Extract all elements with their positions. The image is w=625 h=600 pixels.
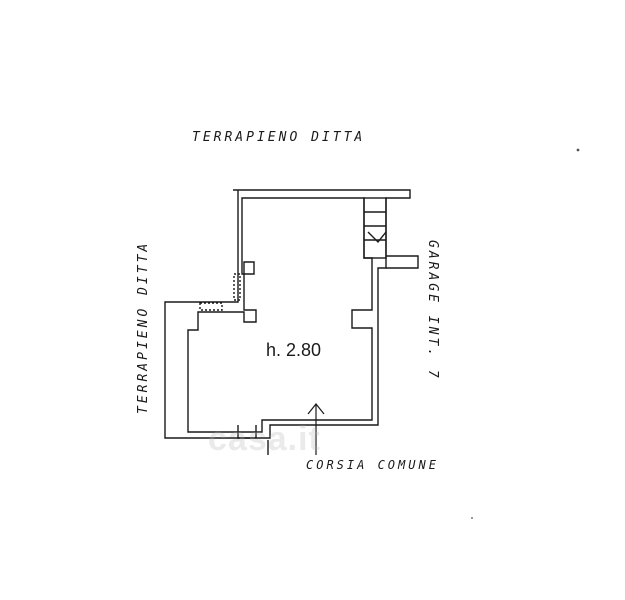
inner-wall: [187, 197, 373, 433]
door-notch: [237, 425, 257, 439]
wall-hatch-top: [199, 302, 223, 311]
watermark: casa.it: [208, 420, 321, 458]
entrance-arrow: [307, 403, 325, 455]
stair-arrow: [367, 231, 387, 244]
label-east: GARAGE INT. 7: [425, 240, 440, 381]
outer-wall: [164, 189, 411, 439]
label-north: TERRAPIENO DITTA: [192, 130, 366, 145]
stair-block: [363, 197, 387, 259]
garage-connector: [386, 255, 419, 269]
label-west: TERRAPIENO DITTA: [136, 240, 151, 414]
wall-hatch-side: [233, 273, 241, 301]
walls: [164, 189, 419, 455]
label-south: CORSIA COMUNE: [306, 458, 439, 472]
ceiling-height: h. 2.80: [266, 340, 322, 360]
